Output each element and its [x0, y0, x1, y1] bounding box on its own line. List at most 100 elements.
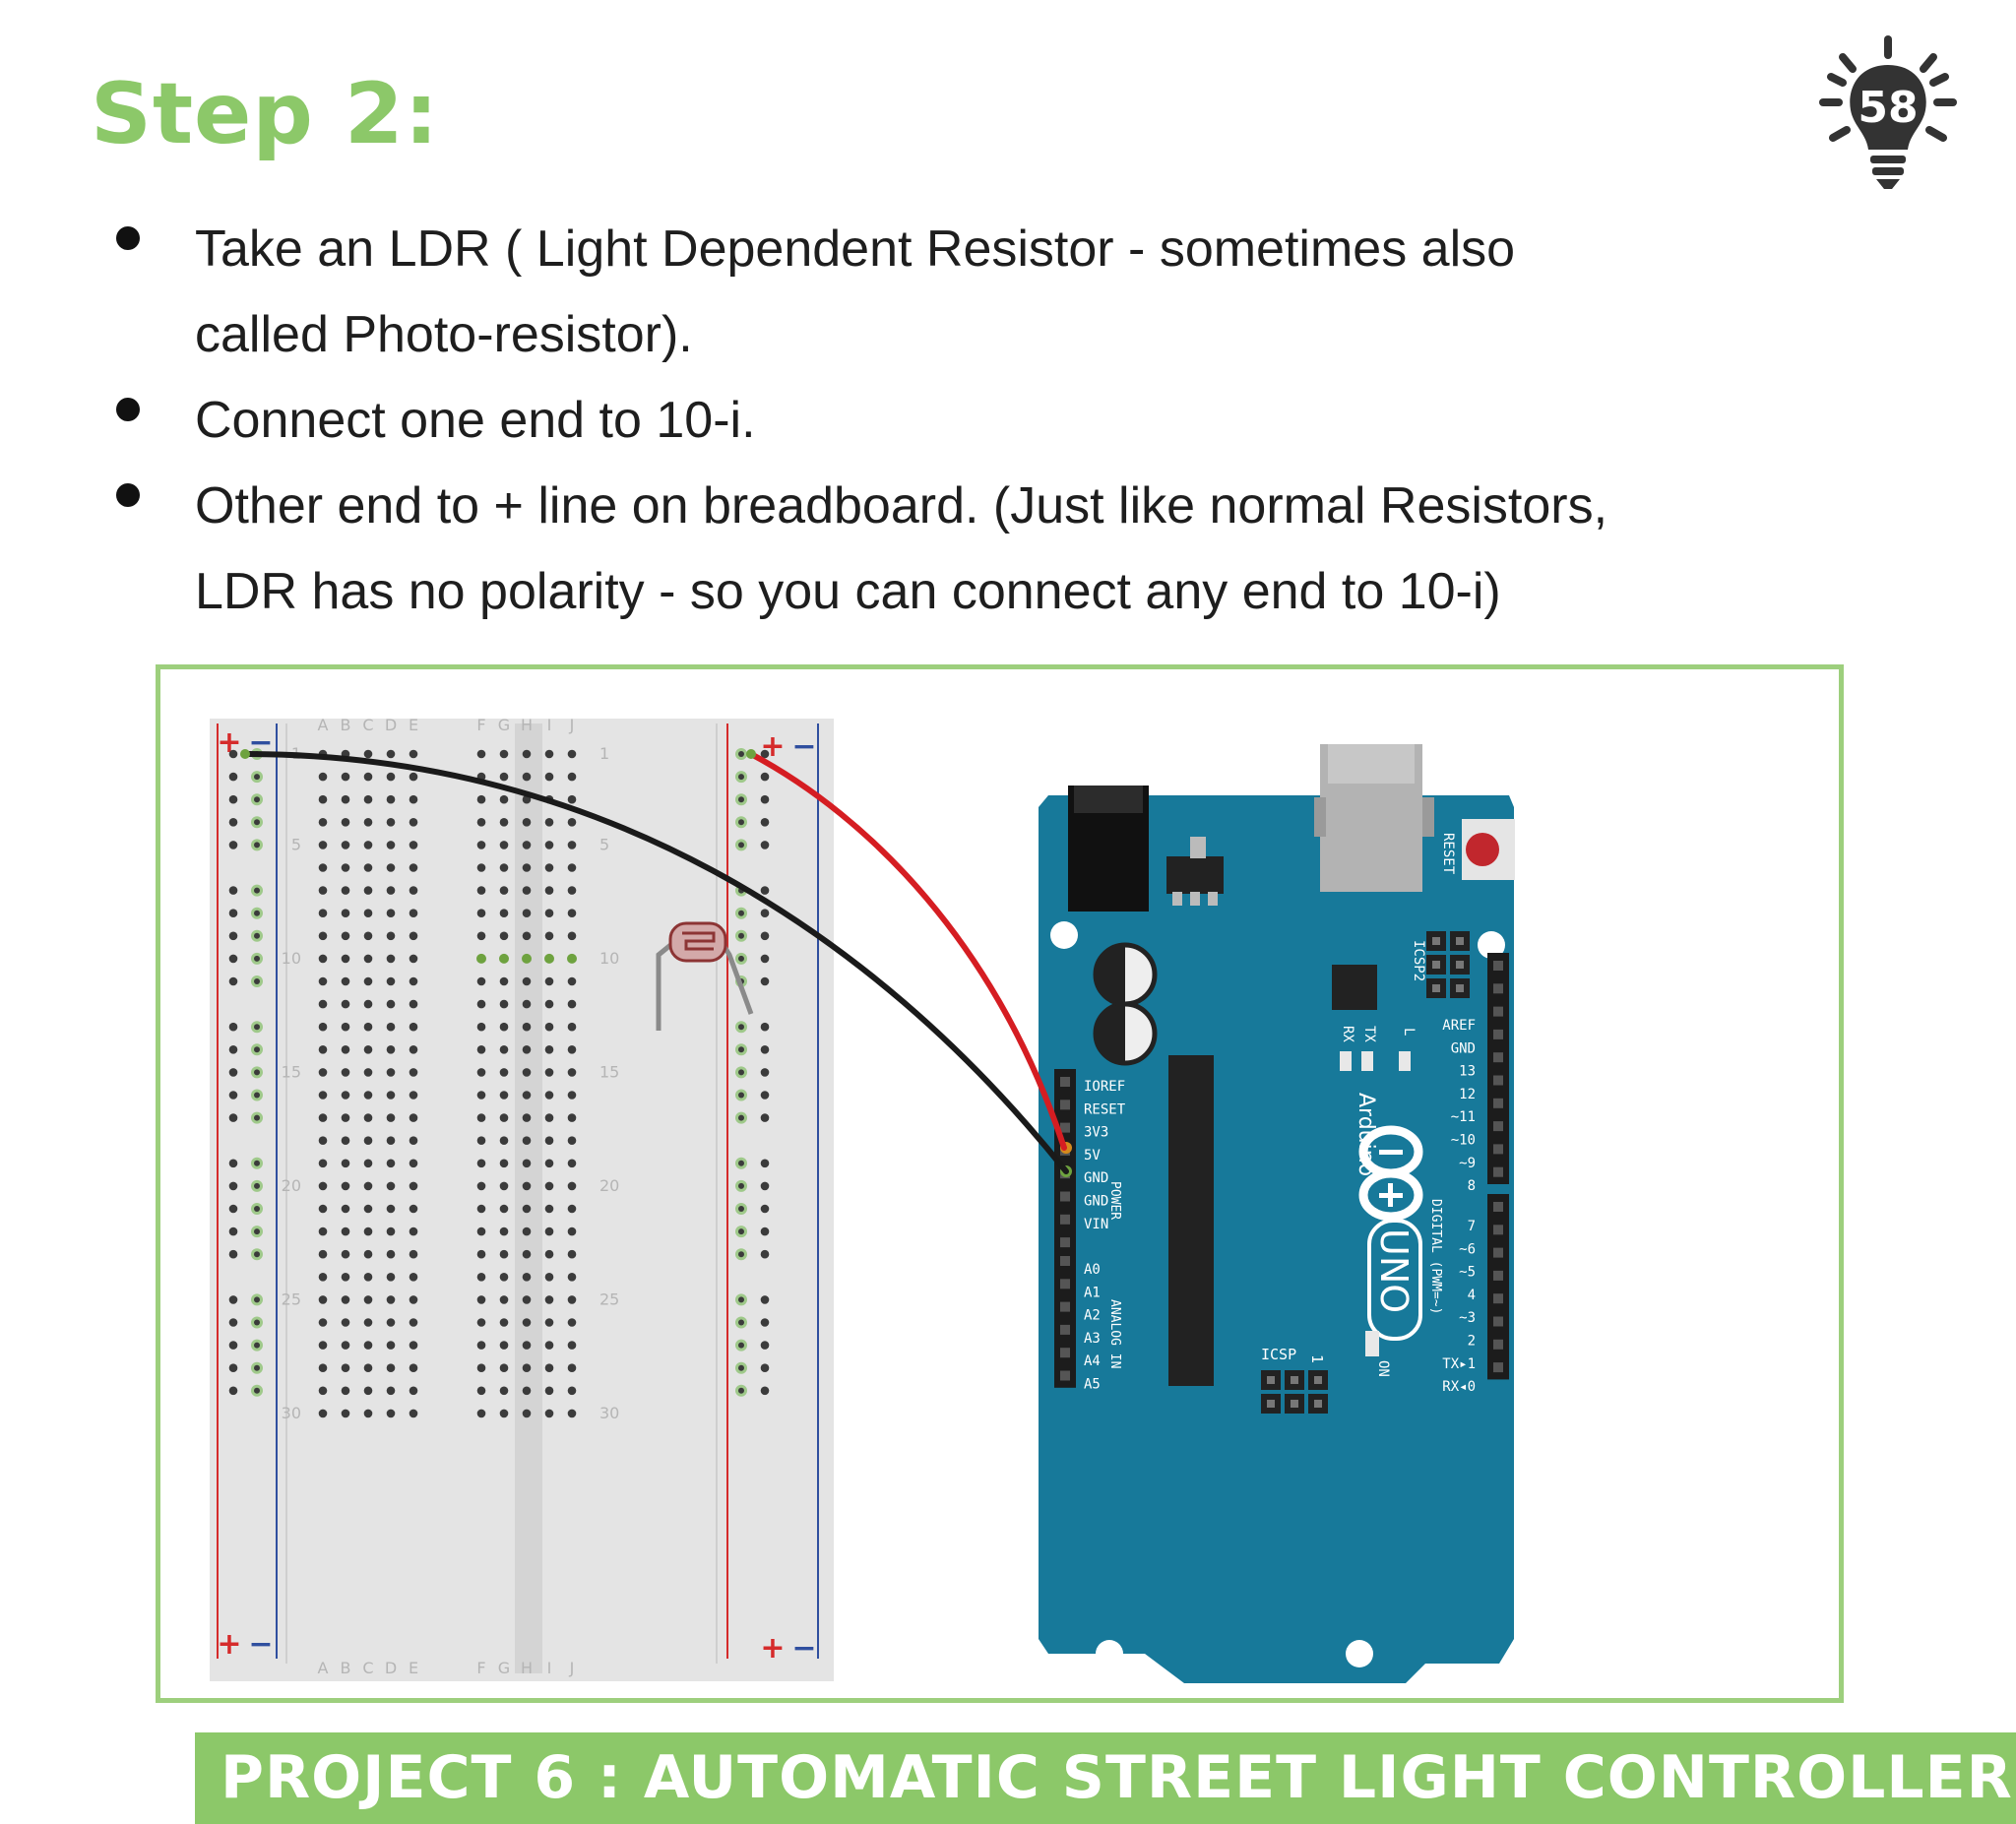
breadboard-hole: [409, 863, 418, 872]
breadboard-hole: [476, 1409, 486, 1418]
analog-pin-label: A4: [1084, 1353, 1101, 1369]
breadboard-hole: [476, 1091, 486, 1100]
breadboard-hole: [567, 1204, 577, 1214]
breadboard-hole: [522, 863, 532, 872]
rail-hole-center: [254, 1296, 260, 1303]
rail-hole-center: [254, 1387, 260, 1394]
breadboard-hole: [567, 1091, 577, 1100]
breadboard-hole: [544, 1136, 554, 1145]
breadboard-hole: [386, 1273, 396, 1282]
breadboard-hole: [567, 953, 577, 964]
breadboard-hole: [409, 1386, 418, 1396]
rail-hole: [228, 1226, 238, 1236]
rail-hole-center: [738, 910, 744, 916]
digital-pin-label: 8: [1468, 1178, 1476, 1194]
breadboard-hole: [522, 1249, 532, 1259]
rail-hole: [228, 886, 238, 895]
breadboard-hole: [567, 1022, 577, 1032]
column-label-top: G: [498, 716, 510, 734]
rail-hole: [228, 976, 238, 986]
rail-minus-bottom-left: −: [248, 1627, 273, 1662]
list-item: Take an LDR ( Light Dependent Resistor -…: [108, 207, 1732, 378]
breadboard-hole: [341, 1341, 350, 1350]
rail-hole-center: [738, 842, 744, 849]
rail-hole: [228, 1318, 238, 1327]
breadboard-hole: [341, 1386, 350, 1396]
breadboard-hole: [386, 841, 396, 849]
icsp-header: [1261, 1370, 1328, 1414]
breadboard-hole: [522, 1113, 532, 1122]
breadboard-hole: [409, 1136, 418, 1145]
breadboard-hole: [386, 976, 396, 986]
breadboard-hole: [318, 1249, 328, 1259]
rail-hole: [760, 1386, 770, 1396]
column-label-top: E: [409, 716, 418, 734]
rail-hole-center: [738, 819, 744, 826]
reset-label: RESET: [1440, 833, 1456, 875]
breadboard-hole: [409, 999, 418, 1009]
breadboard-hole: [499, 863, 509, 872]
breadboard-hole: [476, 1068, 486, 1077]
breadboard-hole: [409, 931, 418, 941]
rail-hole-center: [254, 932, 260, 939]
breadboard-hole: [476, 909, 486, 917]
breadboard-hole: [341, 931, 350, 941]
breadboard-hole: [386, 1249, 396, 1259]
breadboard-hole: [318, 931, 328, 941]
digital-pin-label: ~9: [1459, 1156, 1476, 1171]
breadboard-hole: [318, 1363, 328, 1372]
icsp-pin-core: [1267, 1400, 1275, 1408]
rail-hole-center: [738, 1342, 744, 1349]
list-item: Other end to + line on breadboard. (Just…: [108, 464, 1732, 635]
analog-header-pin: [1060, 1279, 1070, 1289]
breadboard-hole: [409, 1409, 418, 1418]
breadboard-hole: [567, 1318, 577, 1327]
breadboard-hole: [341, 954, 350, 964]
breadboard-hole: [476, 749, 486, 759]
breadboard-hole: [544, 1386, 554, 1396]
digital-header-pin: [1493, 1121, 1503, 1132]
breadboard-hole: [476, 1181, 486, 1191]
rail-hole: [760, 1295, 770, 1304]
icsp-pin-core: [1314, 1376, 1322, 1384]
breadboard-hole: [386, 931, 396, 941]
breadboard-hole: [476, 1363, 486, 1372]
project-footer-banner: PROJECT 6 : AUTOMATIC STREET LIGHT CONTR…: [195, 1732, 2016, 1824]
digital-pin-label: GND: [1451, 1040, 1476, 1056]
breadboard-hole: [386, 1409, 396, 1418]
breadboard-hole: [386, 1318, 396, 1327]
rail-hole: [760, 794, 770, 804]
breadboard-hole: [499, 1091, 509, 1100]
bullet-3-line-2: LDR has no polarity - so you can connect…: [195, 563, 1501, 620]
bullet-1-line-2: called Photo-resistor).: [195, 306, 693, 363]
rail-hole-center: [254, 1319, 260, 1326]
rail-hole: [760, 886, 770, 895]
breadboard-hole: [522, 1409, 532, 1418]
breadboard-hole: [318, 1318, 328, 1327]
breadboard-hole: [544, 976, 554, 986]
breadboard-hole: [499, 794, 509, 804]
rail-hole: [228, 1295, 238, 1304]
breadboard-hole: [499, 999, 509, 1009]
breadboard-hole: [341, 1249, 350, 1259]
breadboard-hole: [499, 1226, 509, 1236]
breadboard-hole: [522, 1363, 532, 1372]
digital-header-pin: [1493, 1166, 1503, 1177]
row-label-right: 1: [599, 744, 609, 763]
rail-hole-center: [738, 1114, 744, 1121]
breadboard-hole: [544, 863, 554, 872]
column-label-bottom: G: [498, 1659, 510, 1677]
breadboard-hole: [499, 1204, 509, 1214]
instruction-list: Take an LDR ( Light Dependent Resistor -…: [108, 207, 1732, 635]
breadboard-hole: [386, 1363, 396, 1372]
list-item: Connect one end to 10-i.: [108, 378, 1732, 464]
rail-hole-center: [738, 751, 744, 757]
breadboard-hole: [409, 1159, 418, 1168]
breadboard-hole: [318, 1295, 328, 1304]
column-label-bottom: H: [521, 1659, 533, 1677]
digital-pin-label: ~11: [1451, 1109, 1476, 1125]
breadboard-hole: [499, 1295, 509, 1304]
rail-hole: [228, 1386, 238, 1396]
